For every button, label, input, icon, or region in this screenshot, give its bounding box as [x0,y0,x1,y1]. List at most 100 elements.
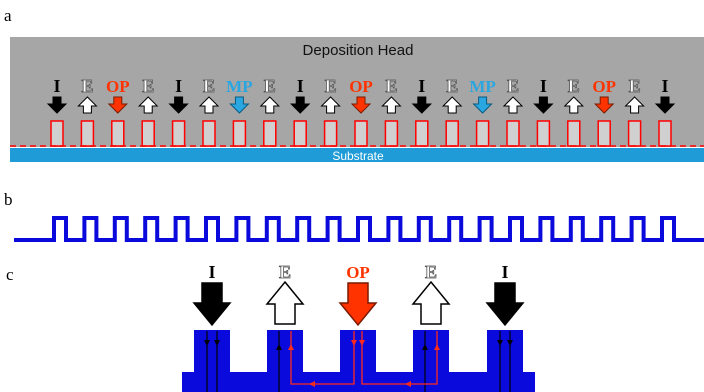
detail-port-label: E [425,262,437,282]
large-arrow-up-icon [265,280,305,325]
head-channel [475,120,490,147]
precursor-flow-line [361,331,438,385]
head-channel [323,120,338,147]
head-port-label: OP [592,77,616,96]
head-channel [384,120,399,147]
large-arrow-up-icon [411,280,451,325]
head-channel [293,120,307,147]
arrow-down-icon [168,96,189,114]
flow-arrow-icon [309,381,315,387]
head-port-e: E [198,76,220,147]
head-port-label: I [53,76,60,96]
head-port-label: E [568,76,580,96]
channel-detail-panel: I E OP E I [182,262,535,392]
arrow-up-icon [502,96,524,114]
head-port-label: MP [226,77,252,96]
arrow-down-icon [350,96,372,114]
head-channel [627,120,642,147]
head-port-label: E [507,76,519,96]
channel-finger [194,330,230,392]
arrow-down-icon [289,96,311,114]
substrate [10,148,704,162]
flow-arrow-icon [422,344,428,350]
arrow-up-icon [320,96,341,114]
head-port-label: I [661,76,668,96]
head-port-i: I [46,76,68,147]
flow-arrow-icon [497,340,503,346]
head-channel [567,120,581,147]
arrow-up-icon [624,96,645,114]
head-port-e: E [137,76,159,147]
arrow-down-icon [46,96,68,114]
head-port-e: E [259,76,281,147]
arrow-up-icon [441,96,463,114]
flow-arrow-icon [507,340,513,346]
panel-label-a: a [4,6,12,25]
head-port-mp: MP [469,77,496,147]
channel-finger [340,330,376,392]
arrow-up-icon [381,96,402,114]
head-channel [202,120,216,147]
channel-finger [487,330,523,392]
large-arrow-down-icon [485,282,525,327]
head-port-label: E [629,76,641,96]
head-port-label: OP [349,77,373,96]
precursor-flow-line [290,331,355,385]
head-port-label: E [203,76,215,96]
detail-port-label: I [208,262,215,282]
detail-port-label: OP [346,263,370,282]
head-port-e: E [320,76,341,147]
head-port-label: I [175,76,182,96]
head-channel [658,120,672,147]
arrow-down-icon [533,96,554,114]
head-port-label: E [264,76,276,96]
head-port-op: OP [592,77,616,147]
arrow-up-icon [563,96,585,114]
detail-port-label: E [279,262,291,282]
head-port-e: E [441,76,463,147]
flow-arrow-icon [434,344,440,350]
flow-arrow-icon [351,340,357,346]
head-port-mp: MP [226,77,253,147]
deposition-head-title: Deposition Head [303,42,414,59]
head-channel [506,120,520,147]
head-port-label: E [325,76,337,96]
head-channel [415,120,429,147]
detail-port-label: I [501,262,508,282]
head-channel [232,120,247,147]
head-channel [536,120,551,147]
head-channel [80,120,95,147]
arrow-up-icon [259,96,281,114]
head-port-op: OP [349,77,373,147]
flow-arrow-icon [288,344,294,350]
head-port-i: I [533,76,554,147]
pulse-waveform-panel [14,216,704,242]
head-port-e: E [624,76,645,147]
head-port-e: E [381,76,402,147]
arrow-down-icon [593,96,615,114]
head-port-label: I [297,76,304,96]
head-port-label: E [142,76,154,96]
head-port-op: OP [106,77,130,147]
large-arrow-down-icon [192,282,232,327]
arrow-down-icon [229,96,250,114]
head-port-label: OP [106,77,130,96]
head-port-i: I [411,76,433,147]
pulse-waveform [14,216,704,242]
head-channel [171,120,186,147]
head-channel [50,120,64,147]
arrow-down-icon [472,96,493,114]
head-port-label: I [540,76,547,96]
head-port-i: I [168,76,189,147]
flow-arrow-icon [204,340,210,346]
panel-label-c: c [6,265,14,284]
arrow-up-icon [137,96,159,114]
head-channel [263,120,277,147]
substrate-label: Substrate [332,149,384,163]
head-port-e: E [77,76,98,147]
arrow-up-icon [198,96,220,114]
flow-arrow-icon [405,381,411,387]
head-port-e: E [502,76,524,147]
